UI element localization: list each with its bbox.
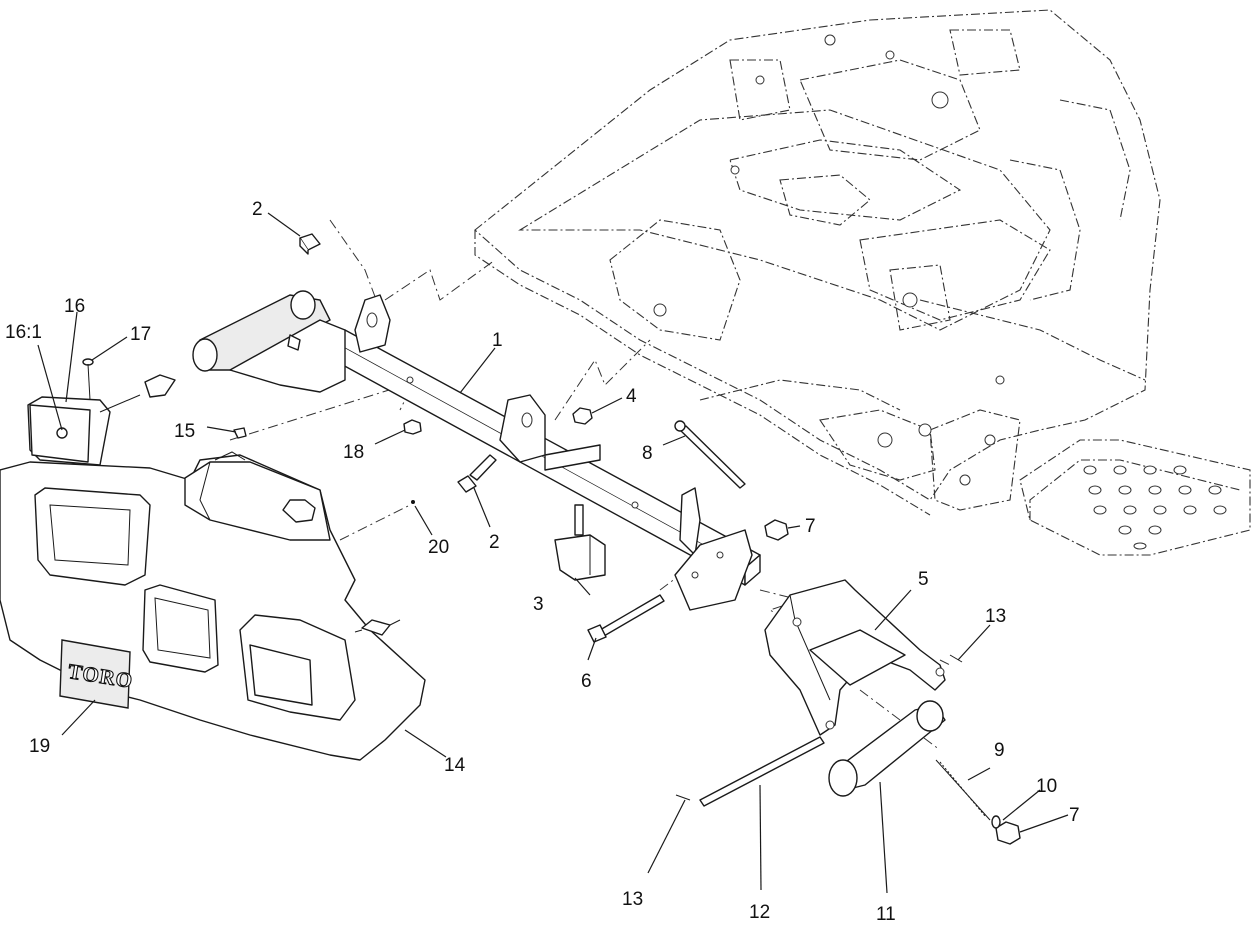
part-9-spring [935,759,991,821]
part-7-nut-lower [995,821,1021,845]
callout-18: 18 [343,442,364,463]
part-13-cotter-pin-lower [675,794,691,801]
leader-lines [37,212,1069,894]
part-19-decal: TORO [59,639,135,709]
callout-2-lower: 2 [489,532,500,553]
part-20-screw [411,500,415,504]
callout-15: 15 [174,421,195,442]
part-16-headlight [27,374,176,466]
part-10-washer [991,815,1001,829]
callout-13-upper: 13 [985,606,1006,627]
footrest-holes [1083,465,1227,550]
left-roller [192,290,346,393]
callout-7-upper: 7 [805,516,816,537]
callout-3: 3 [533,594,544,615]
part-13-cotter-pin-upper [949,654,963,663]
callout-5: 5 [918,569,929,590]
callout-12: 12 [749,902,770,923]
part-14-front-housing [0,451,426,761]
frame-holes [653,34,1005,486]
callout-13-lower: 13 [622,889,643,910]
callout-6: 6 [581,671,592,692]
mower-frame-phantom [474,9,1251,556]
callout-17: 17 [130,324,151,345]
part-5-roller-arm [764,579,946,736]
callout-2-top: 2 [252,199,263,220]
callout-19: 19 [29,736,50,757]
part-7-nut-upper [764,519,789,541]
part-15-screw [233,427,247,439]
callout-9: 9 [994,740,1005,761]
callout-7-lower: 7 [1069,805,1080,826]
part-12-axle [699,736,825,807]
callout-20: 20 [428,537,449,558]
callout-4: 4 [626,386,637,407]
callout-1: 1 [492,330,503,351]
part-2-bolt-top [299,233,321,255]
part-11-roller [828,700,946,797]
part-4-nut [572,407,593,425]
callout-8: 8 [642,443,653,464]
part-1-mounting-bar [329,294,761,611]
callout-10: 10 [1036,776,1057,797]
part-17-rivet [82,358,94,401]
part-6-long-bolt [587,594,665,643]
callout-14: 14 [444,755,466,776]
part-3-bumper [554,504,606,581]
part-18-nut [403,419,422,435]
callout-labels: 2 1 2 3 4 5 6 7 7 8 9 10 11 12 13 13 14 … [5,199,1080,925]
part-2-bolt-lower [457,454,497,493]
callout-16: 16 [64,296,85,317]
callout-16-1: 16:1 [5,322,42,343]
callout-11: 11 [876,904,896,925]
part-8-pin [674,420,746,489]
